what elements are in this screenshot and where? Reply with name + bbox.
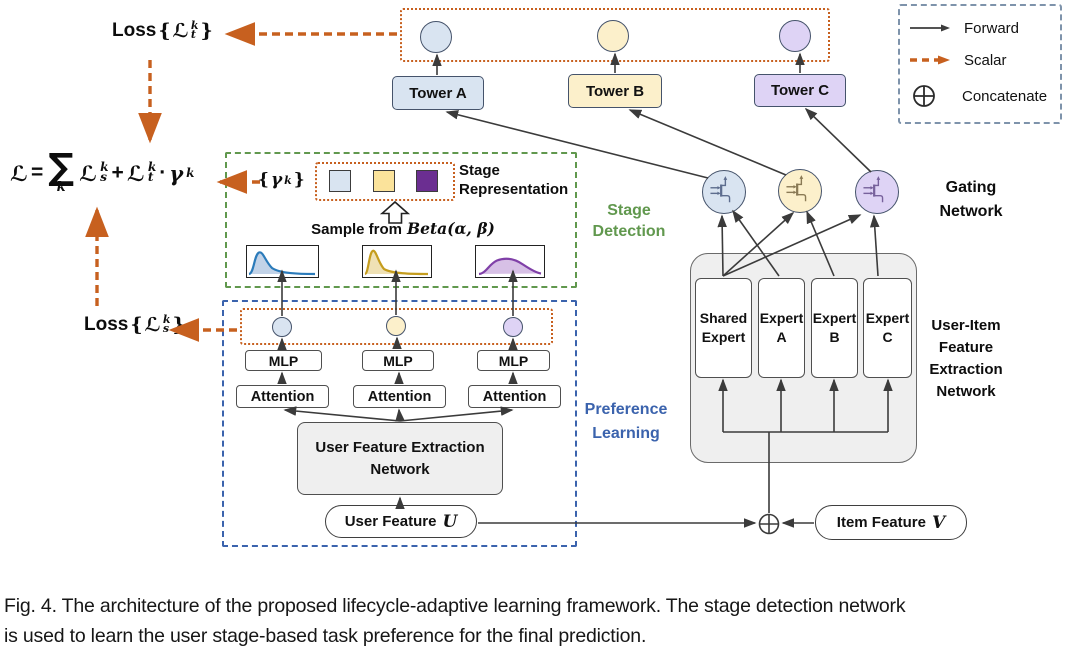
tower-a-output-node	[420, 21, 452, 53]
stage-detection-label: Stage Detection	[592, 202, 666, 240]
beta-distribution-late	[475, 245, 545, 278]
stage-square-early	[329, 170, 351, 192]
user-feature-extraction-network: User Feature Extraction Network	[297, 422, 503, 495]
legend-row-forward: Forward	[908, 20, 1052, 37]
user-feature-input: User Feature U	[325, 505, 477, 538]
stage-loss-node-a	[272, 317, 292, 337]
figure-caption: Fig. 4. The architecture of the proposed…	[4, 595, 906, 648]
preference-learning-region	[222, 300, 577, 547]
stage-loss-node-c	[503, 317, 523, 337]
forward-arrow-icon	[910, 24, 950, 32]
legend-row-scalar: Scalar	[908, 52, 1052, 69]
gate-c	[855, 170, 899, 214]
stage-square-late	[416, 170, 438, 192]
gating-network-label: Gating Network	[939, 179, 1003, 220]
beta-curve-purple	[478, 257, 542, 276]
mlp-b: MLP	[362, 350, 434, 371]
beta-curve-blue	[248, 251, 316, 276]
legend-scalar-label: Scalar	[964, 51, 1007, 69]
summation: ∑k	[48, 147, 75, 196]
attention-a: Attention	[236, 385, 329, 408]
gate-b	[778, 169, 822, 213]
gate-selector-icon	[710, 176, 731, 203]
concatenate-icon	[913, 85, 935, 108]
expert-c: Expert C	[863, 278, 912, 378]
stage-square-middle	[373, 170, 395, 192]
mlp-a: MLP	[245, 350, 322, 371]
expert-a: Expert A	[758, 278, 805, 378]
concatenate-node	[758, 513, 780, 535]
beta-distribution-middle	[362, 245, 432, 278]
stage-detection-region	[225, 152, 577, 288]
legend-row-concatenate: Concatenate	[908, 84, 1052, 108]
beta-distribution-early	[246, 245, 319, 278]
attention-b: Attention	[353, 385, 446, 408]
tower-a: Tower A	[392, 76, 484, 110]
item-feature-input: Item Feature V	[815, 505, 967, 540]
expert-b: Expert B	[811, 278, 858, 378]
tower-b-output-node	[597, 20, 629, 52]
stage-representation-region	[315, 162, 455, 201]
gate-selector-icon	[786, 175, 807, 202]
stage-loss-node-b	[386, 316, 406, 336]
tower-c-output-node	[779, 20, 811, 52]
loss-t-word: Loss	[112, 20, 157, 41]
gate-selector-icon	[863, 176, 884, 203]
beta-curve-gold	[364, 249, 429, 276]
legend-forward-label: Forward	[964, 19, 1020, 37]
sample-from-beta-label: Sample from Beta(α, β)	[311, 219, 495, 238]
tower-b: Tower B	[568, 74, 662, 108]
shared-expert: Shared Expert	[695, 278, 752, 378]
stage-representation-label: Stage Representation	[459, 162, 569, 198]
gate-a	[702, 170, 746, 214]
legend-concatenate-label: Concatenate	[962, 87, 1048, 105]
user-item-network-label: User-Item Feature Extraction Network	[929, 317, 1003, 400]
preference-learning-label: Preference Learning	[584, 401, 668, 442]
attention-c: Attention	[468, 385, 561, 408]
tower-c: Tower C	[754, 74, 846, 107]
mlp-c: MLP	[477, 350, 550, 371]
loss-s-word: Loss	[84, 314, 129, 335]
scalar-arrow-icon	[910, 55, 950, 65]
legend-panel: Forward Scalar Concatenate	[898, 4, 1062, 124]
